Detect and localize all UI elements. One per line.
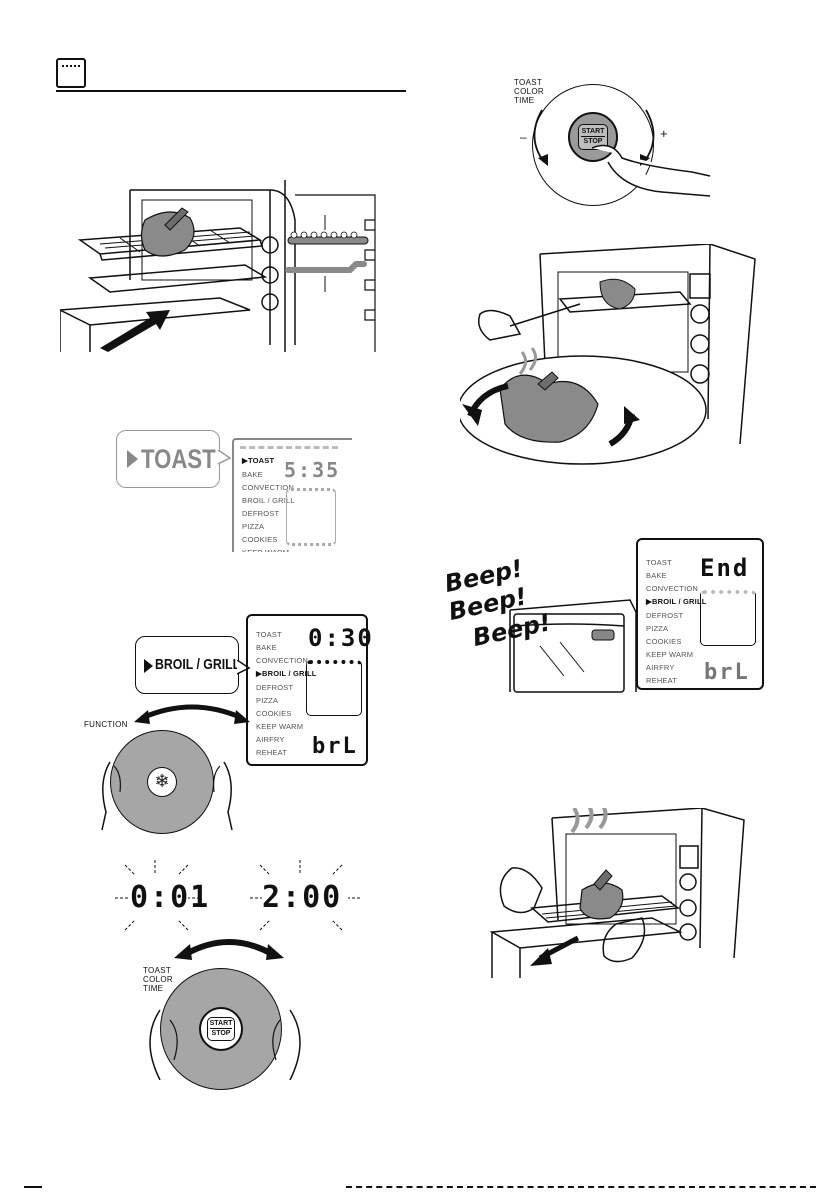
lcd-time-toast: 5:35: [284, 458, 341, 482]
callout-pointer: [237, 660, 251, 675]
menu-item-convection: CONVECTION: [256, 656, 309, 665]
lcd-panel-toast: ▶TOAST BAKE CONVECTION BROIL / GRILL DEF…: [232, 438, 352, 552]
lcd-oven-window: [286, 488, 336, 546]
minus-label: –: [520, 130, 527, 144]
stop-label: STOP: [211, 1030, 231, 1037]
lcd-oven-window: [306, 660, 362, 716]
menu-item-airfry: AIRFRY: [256, 735, 285, 744]
menu-item-keep-warm: KEEP WARM: [242, 548, 289, 552]
menu-item-broil: BROIL / GRILL: [242, 496, 295, 505]
broil-callout-label: BROIL / GRILL: [155, 656, 241, 673]
menu-item-reheat: REHEAT: [256, 748, 288, 757]
menu-item-bake: BAKE: [256, 643, 277, 652]
menu-item-toast: TOAST: [646, 558, 672, 567]
play-arrow-icon: [144, 659, 153, 673]
lcd-code-end: brL: [704, 660, 750, 685]
menu-item-broil: ▶BROIL / GRILL: [646, 597, 707, 606]
menu-item-defrost: DEFROST: [646, 611, 684, 620]
rotate-arrows: [533, 109, 655, 166]
menu-item-defrost: DEFROST: [256, 683, 294, 692]
hands-illustration: [101, 761, 233, 831]
toast-callout-label: TOAST: [141, 444, 216, 474]
lcd-oven-window: [700, 590, 756, 646]
function-dial[interactable]: ❄: [110, 730, 214, 834]
lcd-panel-end: TOAST BAKE CONVECTION ▶BROIL / GRILL DEF…: [636, 538, 764, 690]
broil-callout: BROIL / GRILL: [135, 636, 241, 694]
menu-item-reheat: REHEAT: [646, 676, 678, 685]
plus-label: +: [660, 126, 668, 141]
menu-item-convection: CONVECTION: [242, 483, 295, 492]
lcd-code-broil: brL: [312, 734, 358, 759]
oven-closed-illustration: [509, 599, 637, 693]
menu-item-toast: TOAST: [256, 630, 282, 639]
menu-item-cookies: COOKIES: [242, 535, 278, 544]
time-rays: [115, 860, 360, 931]
lcd-top-bars: [240, 446, 338, 452]
callout-pointer: [218, 450, 232, 465]
start-label: START: [209, 1020, 233, 1027]
menu-item-cookies: COOKIES: [256, 709, 292, 718]
oven-flip-illustration: [460, 244, 756, 465]
menu-item-bake: BAKE: [242, 470, 263, 479]
time-adjust-arrow: [174, 939, 284, 960]
menu-item-bake: BAKE: [646, 571, 667, 580]
header-rule: [56, 90, 406, 92]
lcd-panel-broil: TOAST BAKE CONVECTION ▶BROIL / GRILL DEF…: [246, 614, 372, 766]
menu-item-defrost: DEFROST: [242, 509, 280, 518]
menu-item-convection: CONVECTION: [646, 584, 699, 593]
start-label: START: [581, 128, 605, 135]
menu-item-cookies: COOKIES: [646, 637, 682, 646]
oven-remove-illustration: [489, 808, 745, 978]
finger-illustration: [592, 144, 711, 197]
start-stop-button[interactable]: START STOP: [199, 1007, 243, 1051]
toast-callout: TOAST: [116, 430, 220, 488]
play-arrow-icon: [127, 450, 138, 468]
oven-rack-illustration: [60, 180, 376, 352]
function-label: FUNCTION: [84, 720, 128, 729]
lcd-end-text: End: [700, 554, 750, 582]
menu-item-broil: ▶BROIL / GRILL: [256, 669, 317, 678]
section-icon: [56, 58, 86, 88]
time-min: 0:01: [130, 880, 211, 915]
menu-item-toast: ▶TOAST: [242, 456, 275, 465]
menu-item-pizza: PIZZA: [646, 624, 669, 633]
lcd-time-broil: 0:30: [308, 624, 374, 652]
menu-item-pizza: PIZZA: [242, 522, 265, 531]
menu-item-airfry: AIRFRY: [646, 663, 675, 672]
time-max: 2:00: [262, 880, 343, 915]
time-dial-lower[interactable]: START STOP: [160, 968, 282, 1090]
menu-item-keep-warm: KEEP WARM: [646, 650, 694, 659]
snowflake-icon: ❄: [147, 767, 177, 797]
menu-item-pizza: PIZZA: [256, 696, 279, 705]
oven-icon: [62, 65, 80, 67]
function-arrow: [134, 704, 250, 724]
stop-label: STOP: [583, 138, 603, 145]
hands-illustration: [149, 1009, 301, 1080]
page-mark-right: [346, 1186, 816, 1188]
page-mark-left: [24, 1186, 42, 1188]
menu-item-keep-warm: KEEP WARM: [256, 722, 304, 731]
